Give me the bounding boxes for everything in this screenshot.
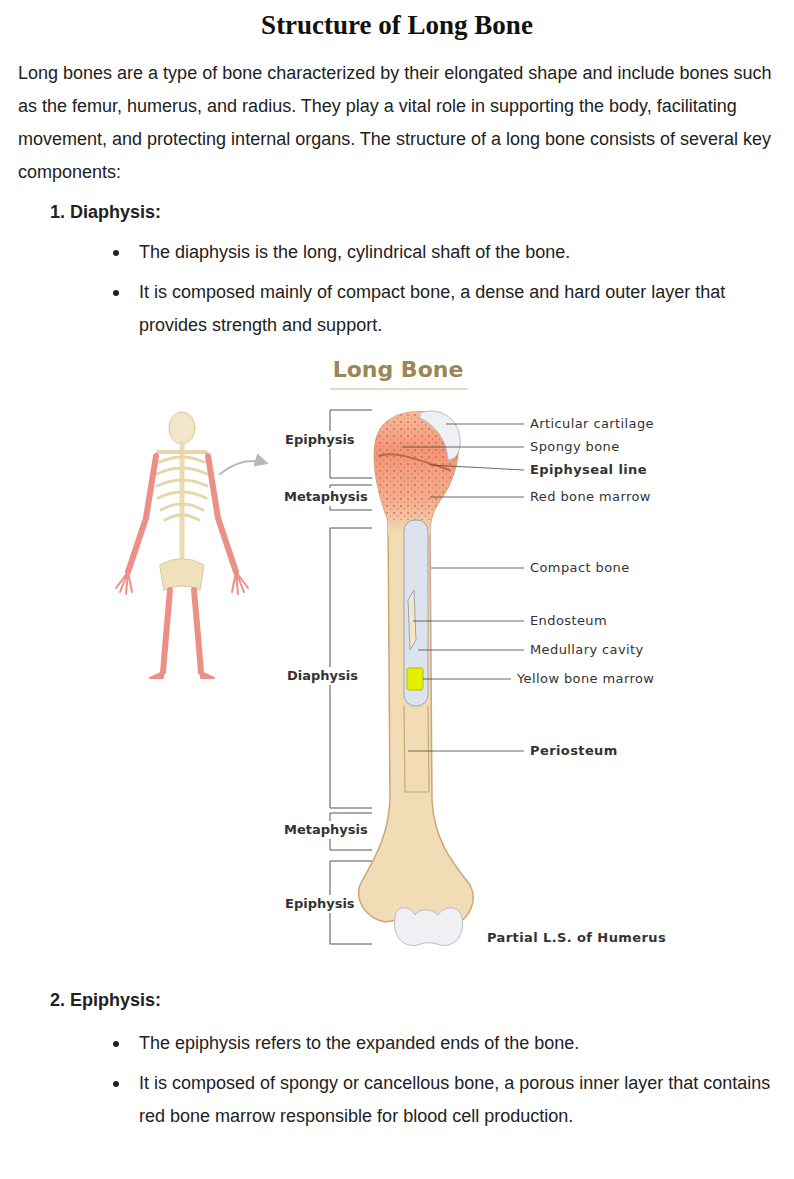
heading-rule [330, 389, 468, 390]
section-line [404, 706, 405, 792]
hands-feet [116, 572, 248, 678]
epiphyseal-line [378, 454, 450, 470]
region-label: Diaphysis [285, 667, 360, 685]
bullet-dot [113, 290, 119, 296]
diagram-heading: Long Bone [333, 356, 464, 384]
skeleton-figure [116, 412, 266, 678]
ribcage [157, 457, 207, 520]
bullet-dot [113, 1081, 119, 1087]
part-label: Medullary cavity [530, 642, 644, 658]
figure-caption: Partial L.S. of Humerus [487, 930, 666, 946]
part-label: Spongy bone [530, 439, 620, 455]
bullet-dot [113, 250, 119, 256]
clavicle [158, 450, 206, 454]
bullet-text: It is composed mainly of compact bone, a… [139, 276, 779, 342]
pointer-arrow [220, 461, 266, 474]
limbs [128, 456, 236, 672]
section-heading: 1. Diaphysis: [50, 196, 161, 229]
yellow-marrow [407, 668, 423, 690]
region-label: Epiphysis [283, 431, 357, 449]
bullet-dots [113, 250, 119, 1087]
endosteum [408, 590, 416, 650]
spongy-bone [360, 405, 470, 535]
spine [180, 444, 185, 568]
bullet-text: The epiphysis refers to the expanded end… [139, 1027, 779, 1060]
bullet-text: The diaphysis is the long, cylindrical s… [139, 236, 779, 269]
part-label: Compact bone [530, 560, 630, 576]
leader-lines [402, 424, 524, 751]
medullary-cavity [404, 520, 428, 706]
section-heading: 2. Epiphysis: [50, 984, 161, 1017]
skull [169, 412, 195, 444]
region-label: Metaphysis [282, 821, 370, 839]
bullet-text: It is composed of spongy or cancellous b… [139, 1067, 779, 1133]
region-label: Metaphysis [282, 488, 370, 506]
region-label: Epiphysis [283, 895, 357, 913]
section-line [428, 706, 429, 792]
bullet-dot [113, 1041, 119, 1047]
part-label: Yellow bone marrow [517, 671, 654, 687]
part-label: Endosteum [530, 613, 607, 629]
humerus-bone [359, 405, 473, 946]
section-line [405, 792, 429, 793]
trochlea-cartilage [395, 908, 463, 946]
page-title: Structure of Long Bone [0, 8, 794, 42]
part-label: Periosteum [530, 743, 618, 759]
part-label: Epiphyseal line [530, 462, 647, 478]
pelvis [160, 559, 204, 591]
articular-cartilage [420, 411, 460, 460]
intro-paragraph: Long bones are a type of bone characteri… [18, 57, 778, 189]
part-label: Red bone marrow [530, 489, 651, 505]
part-label: Articular cartilage [530, 416, 654, 432]
